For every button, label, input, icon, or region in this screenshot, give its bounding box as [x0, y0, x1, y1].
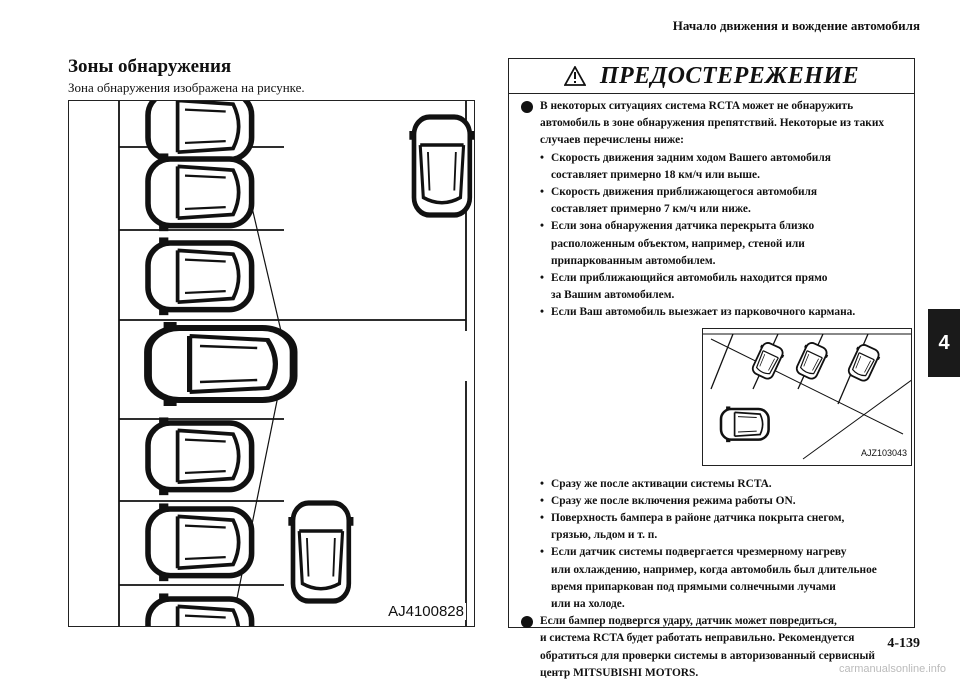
warning-triangle-icon [563, 66, 586, 86]
section-title: Зоны обнаружения [68, 56, 232, 77]
inset-figure: AJZ103043 [702, 327, 912, 466]
text-line: автомобиль в зоне обнаружения препятстви… [540, 117, 885, 130]
text-line: Если бампер подвергся удару, датчик може… [540, 615, 837, 628]
list-item: •Сразу же после активации системы RCTA. [540, 477, 772, 490]
figure-label: AJ4100828 [386, 603, 466, 620]
warning-header: ПРЕДОСТЕРЕЖЕНИЕ [509, 59, 914, 94]
list-item: •Если приближающийся автомобиль находитс… [540, 272, 828, 302]
bullet-dot-icon [521, 616, 533, 629]
list-item: •Если Ваш автомобиль выезжает из парково… [540, 306, 856, 319]
section-subtitle: Зона обнаружения изображена на рисунке. [68, 80, 305, 95]
diagonal-parking-illustration [703, 333, 911, 460]
watermark: carmanualsonline.info [838, 663, 946, 675]
list-item: •Поверхность бампера в районе датчика по… [540, 512, 845, 542]
bullet-dot-icon [521, 101, 533, 113]
text-line: и система RCTA будет работать неправильн… [540, 632, 855, 645]
chapter-tab: 4 [928, 309, 960, 377]
running-header: Начало движения и вождение автомобиля [672, 18, 920, 33]
parking-lot-illustration [118, 101, 475, 626]
detection-zone-figure: AJ4100828 [68, 100, 475, 627]
warning-paragraph: В некоторых ситуациях система RCTA может… [521, 98, 910, 150]
warning-box: ПРЕДОСТЕРЕЖЕНИЕ В некоторых ситуациях си… [508, 58, 915, 679]
warning-title: ПРЕДОСТЕРЕЖЕНИЕ [599, 62, 860, 89]
text-line: случаев перечислены ниже: [540, 134, 684, 147]
warning-paragraph: Если бампер подвергся удару, датчик може… [521, 613, 910, 682]
text-line: В некоторых ситуациях система RCTA может… [540, 100, 854, 112]
text-line: обратиться для проверки системы в автори… [540, 649, 875, 662]
text-line: центр MITSUBISHI MOTORS. [540, 666, 699, 679]
inset-label: AJZ103043 [860, 445, 907, 463]
list-item: •Если датчик системы подвергается чрезме… [540, 546, 877, 611]
list-item: •Скорость движения приближающегося автом… [540, 186, 818, 216]
list-item: •Скорость движения задним ходом Вашего а… [540, 151, 831, 181]
page-number: 4-139 [887, 636, 920, 651]
list-item: •Если зона обнаружения датчика перекрыта… [540, 220, 815, 267]
list-item: •Сразу же после включения режима работы … [540, 494, 796, 507]
